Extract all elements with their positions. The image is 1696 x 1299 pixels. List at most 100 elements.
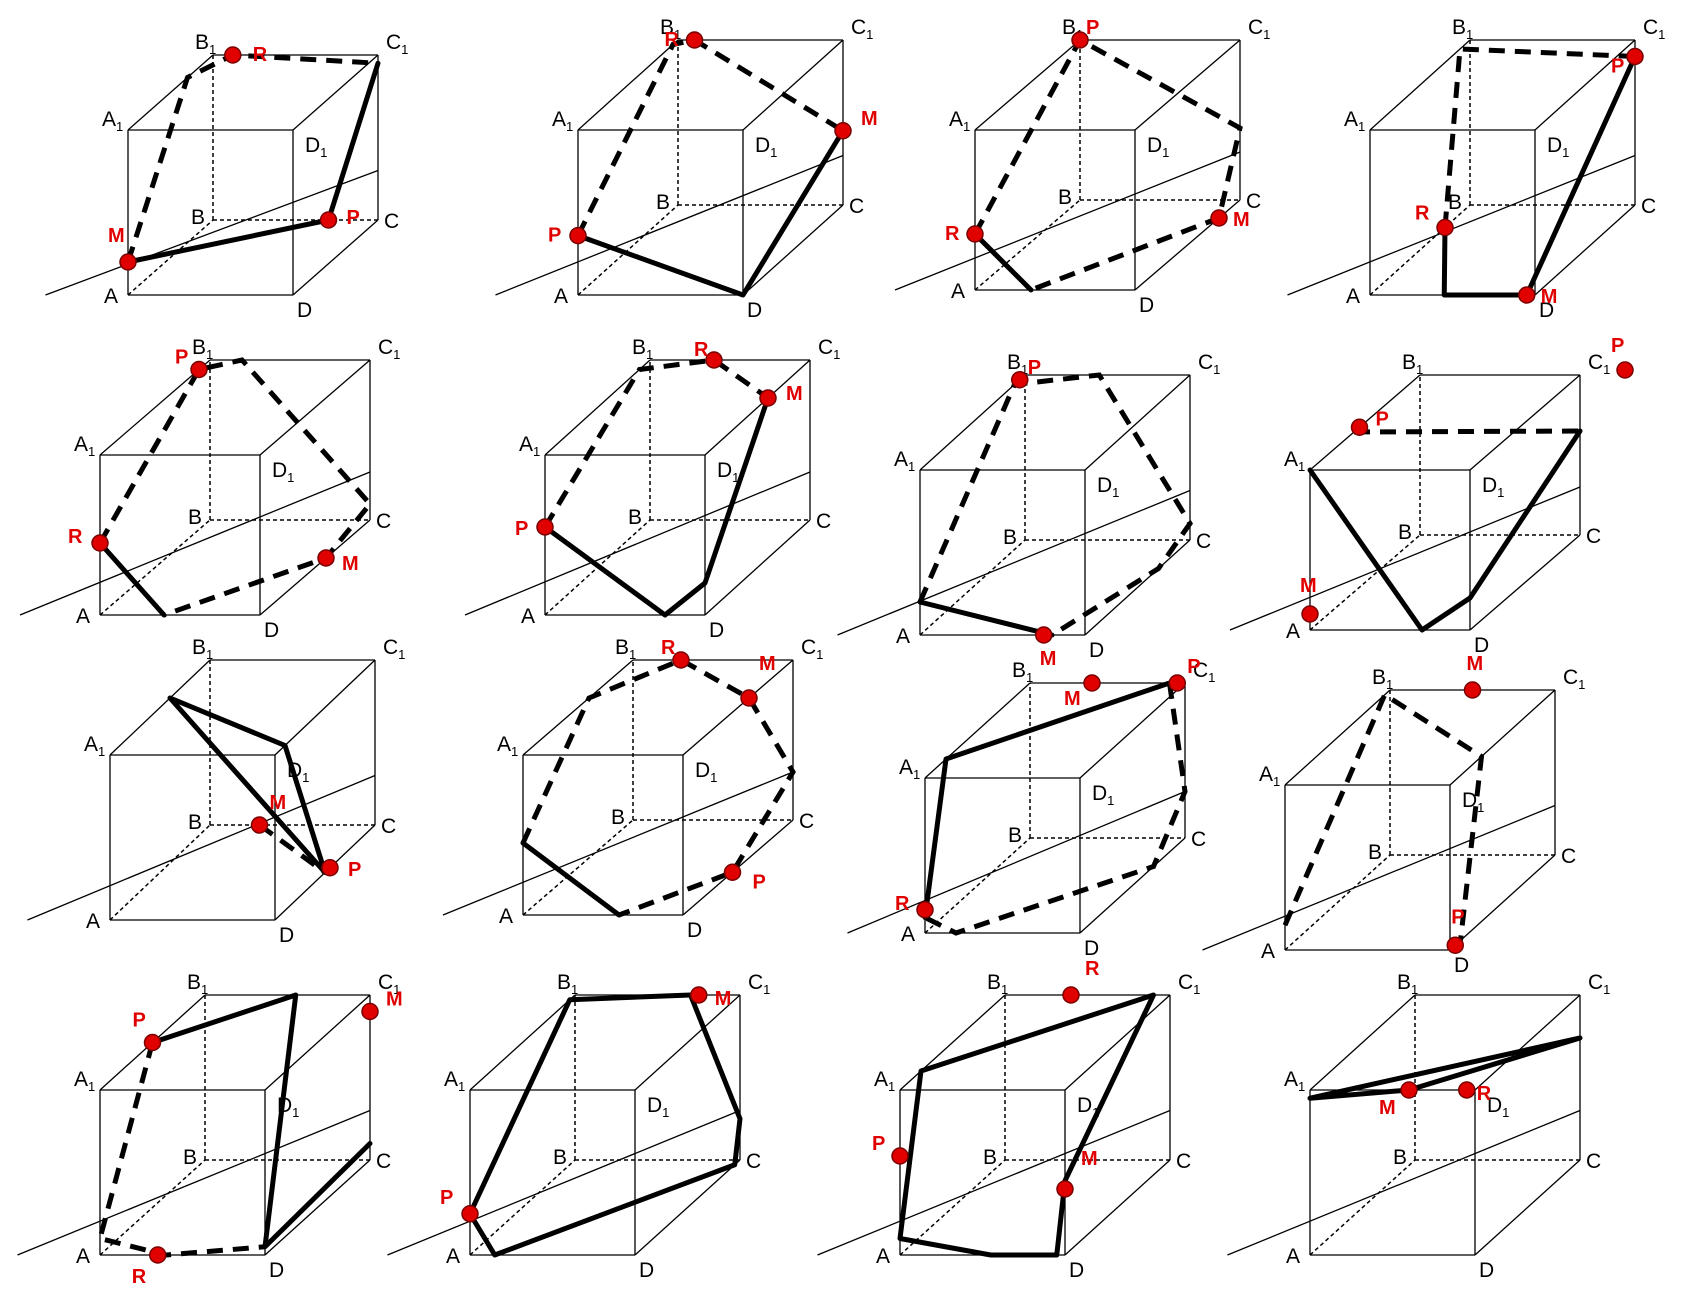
point-m-marker	[250, 816, 269, 834]
vertex-label-c1: C1	[1248, 16, 1270, 42]
edge-c1d1	[682, 659, 794, 756]
construction-line	[17, 1109, 371, 1256]
point-r-label: R	[253, 44, 268, 66]
edge-c1d1	[274, 659, 376, 756]
vertex-label-c: C	[376, 510, 391, 533]
hidden-edge-ab	[522, 819, 634, 916]
hidden-edge-ab	[109, 824, 211, 921]
edge-a1b1	[924, 682, 1031, 779]
vertex-label-a1: A1	[519, 433, 540, 459]
vertex-label-b1: B1	[187, 971, 208, 997]
section-visible-path	[125, 60, 381, 265]
point-m-label: M	[1300, 575, 1317, 597]
point-r-label: R	[1085, 958, 1100, 980]
point-p-marker	[1616, 361, 1634, 379]
edge-c1d1	[1469, 374, 1581, 471]
vertex-subscript: 1	[1416, 362, 1423, 377]
section-visible-path	[897, 992, 1156, 1258]
hidden-edge-ab	[1284, 854, 1391, 951]
construction-line	[817, 1109, 1171, 1256]
vertex-label-b: B	[983, 1146, 997, 1169]
vertex-subscript: 1	[1298, 1079, 1305, 1094]
vertex-label-c1: C1	[1563, 666, 1585, 692]
construction-line	[894, 151, 1241, 291]
point-m-label: M	[759, 653, 776, 675]
vertex-label-c: C	[849, 195, 864, 218]
point-r-marker	[1458, 1081, 1476, 1099]
vertex-label-a: A	[901, 923, 915, 946]
point-m-marker	[759, 389, 777, 407]
point-m-marker	[740, 689, 758, 707]
construction-line	[19, 471, 371, 616]
section-hidden-path	[258, 822, 327, 875]
vertex-label-a: A	[76, 1245, 90, 1268]
hidden-edge-ab	[924, 837, 1031, 934]
vertex-subscript: 1	[1162, 145, 1169, 160]
point-p-label: P	[1611, 56, 1624, 78]
vertex-label-a1: A1	[552, 108, 573, 134]
section-hidden-path	[917, 372, 1193, 638]
point-r-label: R	[1477, 1083, 1492, 1105]
construction-line	[1287, 154, 1636, 296]
point-m-marker	[1518, 286, 1536, 304]
edge-cd	[1469, 534, 1581, 631]
edge-c1d1	[1474, 994, 1581, 1091]
vertex-label-d: D	[1539, 299, 1554, 322]
construction-line	[495, 154, 844, 296]
construction-line	[1202, 804, 1556, 951]
section-hidden-path	[575, 37, 845, 237]
section-hidden-path	[97, 357, 374, 618]
vertex-label-d1: D1	[647, 1094, 669, 1120]
vertex-subscript: 1	[1273, 774, 1280, 789]
edge-cd	[1474, 1159, 1581, 1256]
edge-cd	[1449, 854, 1556, 951]
vertex-label-a: A	[499, 905, 513, 928]
vertex-label-b: B	[188, 811, 202, 834]
vertex-label-a: A	[1286, 1245, 1300, 1268]
point-m-marker	[690, 986, 708, 1004]
point-r-marker	[705, 351, 723, 369]
edge-cd	[264, 1159, 371, 1256]
construction-line	[1227, 1109, 1581, 1256]
point-p-label: P	[548, 225, 561, 247]
vertex-label-c1: C1	[748, 971, 770, 997]
vertex-label-b1: B1	[1397, 971, 1418, 997]
point-p-marker	[569, 226, 587, 245]
point-m-label: M	[715, 988, 732, 1010]
vertex-label-c1: C1	[818, 336, 840, 362]
vertex-label-b: B	[1393, 1146, 1407, 1169]
vertex-label-c: C	[1246, 190, 1261, 213]
vertex-label-c: C	[1196, 530, 1211, 553]
vertex-subscript: 1	[98, 744, 105, 759]
point-p-marker	[536, 518, 554, 536]
edge-c1d1	[704, 359, 811, 456]
hidden-edge-ab	[127, 219, 214, 296]
point-p-marker	[190, 360, 208, 379]
vertex-subscript: 1	[1603, 362, 1610, 377]
vertex-subscript: 1	[913, 767, 920, 782]
vertex-label-c: C	[384, 210, 399, 233]
point-m-label: M	[1541, 286, 1558, 308]
edge-a1b1	[544, 359, 651, 456]
point-r-marker	[685, 31, 704, 49]
section-visible-path	[917, 599, 1055, 638]
vertex-label-a1: A1	[899, 756, 920, 782]
edge-c1d1	[1079, 682, 1186, 779]
point-p-label: P	[133, 1010, 146, 1032]
point-p-label: P	[1086, 17, 1099, 39]
edge-c1d1	[259, 359, 371, 456]
vertex-label-b1: B1	[632, 336, 653, 362]
point-p-label: P	[872, 1133, 885, 1155]
vertex-subscript: 1	[401, 42, 408, 57]
vertex-subscript: 1	[458, 1079, 465, 1094]
point-p-marker	[143, 1033, 162, 1052]
vertex-label-b1: B1	[192, 636, 213, 662]
vertex-label-a: A	[876, 1245, 890, 1268]
vertex-label-c1: C1	[1588, 971, 1610, 997]
point-p-marker	[723, 863, 742, 881]
